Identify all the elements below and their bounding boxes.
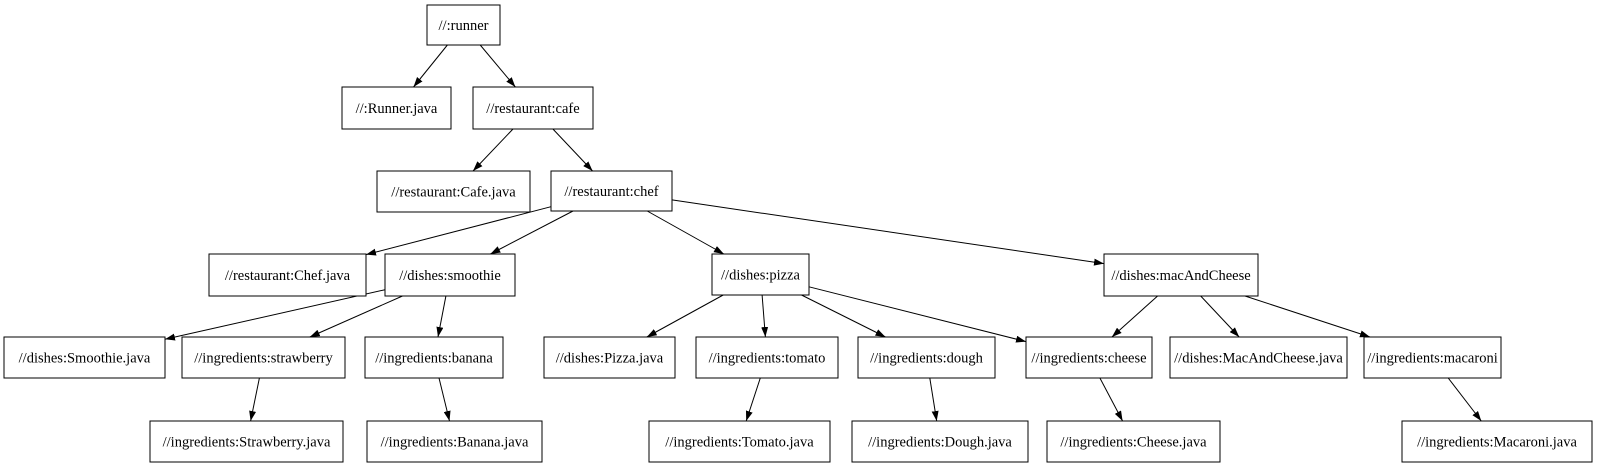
graph-node-smoothie_java: //dishes:Smoothie.java [3,336,166,379]
graph-node-cheese_java: //ingredients:Cheese.java [1046,420,1221,463]
graph-edge-macaroni-to-macaroni_java [1447,377,1482,422]
node-box-cafe_java [376,170,531,213]
graph-edge-strawberry-to-strawberry_java [249,377,260,422]
graph-edge-chef-to-pizza [646,210,725,255]
node-box-smoothie [384,253,516,297]
graph-node-macaroni: //ingredients:macaroni [1363,336,1502,379]
graph-node-cheese: //ingredients:cheese [1025,336,1153,379]
node-box-pizza [711,253,810,296]
node-label-strawberry_java: //ingredients:Strawberry.java [163,435,331,451]
node-label-strawberry: //ingredients:strawberry [194,351,333,367]
node-label-pizza: //dishes:pizza [721,268,800,284]
node-label-macandcheese_java: //dishes:MacAndCheese.java [1174,351,1343,367]
graph-node-chef: //restaurant:chef [550,170,673,212]
node-box-macandcheese_java [1169,336,1348,379]
graph-edge-smoothie-to-strawberry [309,295,403,338]
graph-node-macandcheese: //dishes:macAndCheese [1103,253,1259,297]
edges-layer [164,44,1482,422]
node-box-strawberry_java [149,420,344,463]
graph-edge-cafe-to-cafe_java [472,128,514,172]
graph-edge-pizza-to-pizza_java [646,294,724,338]
node-box-chef [550,170,673,212]
graph-edge-macandcheese-to-macaroni [1244,295,1371,338]
node-box-smoothie_java [3,336,166,379]
node-label-cheese_java: //ingredients:Cheese.java [1060,435,1207,451]
graph-edge-banana-to-banana_java [438,377,451,422]
graph-node-runner: //:runner [426,4,501,46]
node-label-dough_java: //ingredients:Dough.java [868,435,1012,451]
graph-edge-macandcheese-to-macandcheese_java [1200,295,1240,338]
node-label-pizza_java: //dishes:Pizza.java [556,351,664,367]
node-box-macaroni [1363,336,1502,379]
graph-node-banana: //ingredients:banana [364,336,504,379]
graph-edge-runner-to-runner_java [413,44,448,88]
node-label-macaroni_java: //ingredients:Macaroni.java [1417,435,1577,451]
nodes-layer: //:runner //:Runner.java //restaurant:cafe… [3,4,1593,463]
graph-edge-pizza-to-dough [801,294,886,338]
node-label-banana_java: //ingredients:Banana.java [381,435,529,451]
node-label-cafe_java: //restaurant:Cafe.java [391,185,516,201]
graph-node-chef_java: //restaurant:Chef.java [208,253,367,297]
node-label-smoothie: //dishes:smoothie [399,268,501,284]
graph-node-pizza_java: //dishes:Pizza.java [543,336,676,379]
node-box-macaroni_java [1401,420,1593,463]
graph-edge-cafe-to-chef [552,128,593,172]
graph-node-tomato_java: //ingredients:Tomato.java [648,420,831,463]
graph-edge-smoothie-to-smoothie_java [164,289,386,341]
graph-edge-pizza-to-cheese [808,286,1027,343]
node-box-cheese [1025,336,1153,379]
node-label-dough: //ingredients:dough [870,351,984,367]
node-box-runner [426,4,501,46]
graph-node-strawberry: //ingredients:strawberry [181,336,346,379]
node-box-cafe [472,86,594,130]
node-label-chef_java: //restaurant:Chef.java [225,268,351,284]
graph-edge-chef-to-smoothie [490,210,574,255]
graph-node-runner_java: //:Runner.java [341,86,452,130]
node-box-runner_java [341,86,452,130]
graph-node-dough_java: //ingredients:Dough.java [851,420,1029,463]
graph-node-cafe_java: //restaurant:Cafe.java [376,170,531,213]
node-label-macandcheese: //dishes:macAndCheese [1111,268,1250,284]
node-box-pizza_java [543,336,676,379]
graph-node-tomato: //ingredients:tomato [695,336,839,379]
graph-node-macandcheese_java: //dishes:MacAndCheese.java [1169,336,1348,379]
node-box-macandcheese [1103,253,1259,297]
graph-edge-chef-to-chef_java [365,206,552,256]
graph-node-strawberry_java: //ingredients:Strawberry.java [149,420,344,463]
node-label-tomato: //ingredients:tomato [709,351,826,367]
graph-edge-chef-to-macandcheese [671,199,1105,266]
node-label-runner: //:runner [439,18,489,34]
graph-node-dough: //ingredients:dough [857,336,996,379]
node-box-chef_java [208,253,367,297]
node-label-banana: //ingredients:banana [375,351,493,367]
node-box-banana [364,336,504,379]
graph-node-smoothie: //dishes:smoothie [384,253,516,297]
node-box-tomato_java [648,420,831,463]
node-box-dough_java [851,420,1029,463]
node-box-strawberry [181,336,346,379]
node-box-cheese_java [1046,420,1221,463]
node-box-tomato [695,336,839,379]
graph-edge-cheese-to-cheese_java [1099,377,1124,422]
graph-node-pizza: //dishes:pizza [711,253,810,296]
graph-edge-runner-to-cafe [479,44,516,88]
node-label-smoothie_java: //dishes:Smoothie.java [19,351,151,367]
graph-node-banana_java: //ingredients:Banana.java [366,420,543,463]
graph-edge-smoothie-to-banana [436,295,447,338]
graph-node-cafe: //restaurant:cafe [472,86,594,130]
graph-node-macaroni_java: //ingredients:Macaroni.java [1401,420,1593,463]
node-label-tomato_java: //ingredients:Tomato.java [665,435,814,451]
graph-edge-dough-to-dough_java [929,377,939,422]
graph-edge-tomato-to-tomato_java [745,377,761,422]
node-label-macaroni: //ingredients:macaroni [1367,351,1497,367]
node-box-banana_java [366,420,543,463]
graph-edge-pizza-to-tomato [761,294,769,338]
node-label-cafe: //restaurant:cafe [486,101,579,117]
node-label-cheese: //ingredients:cheese [1031,351,1146,367]
node-label-runner_java: //:Runner.java [356,101,438,117]
node-label-chef: //restaurant:chef [564,184,658,200]
graph-edge-macandcheese-to-cheese [1111,295,1158,338]
node-box-dough [857,336,996,379]
